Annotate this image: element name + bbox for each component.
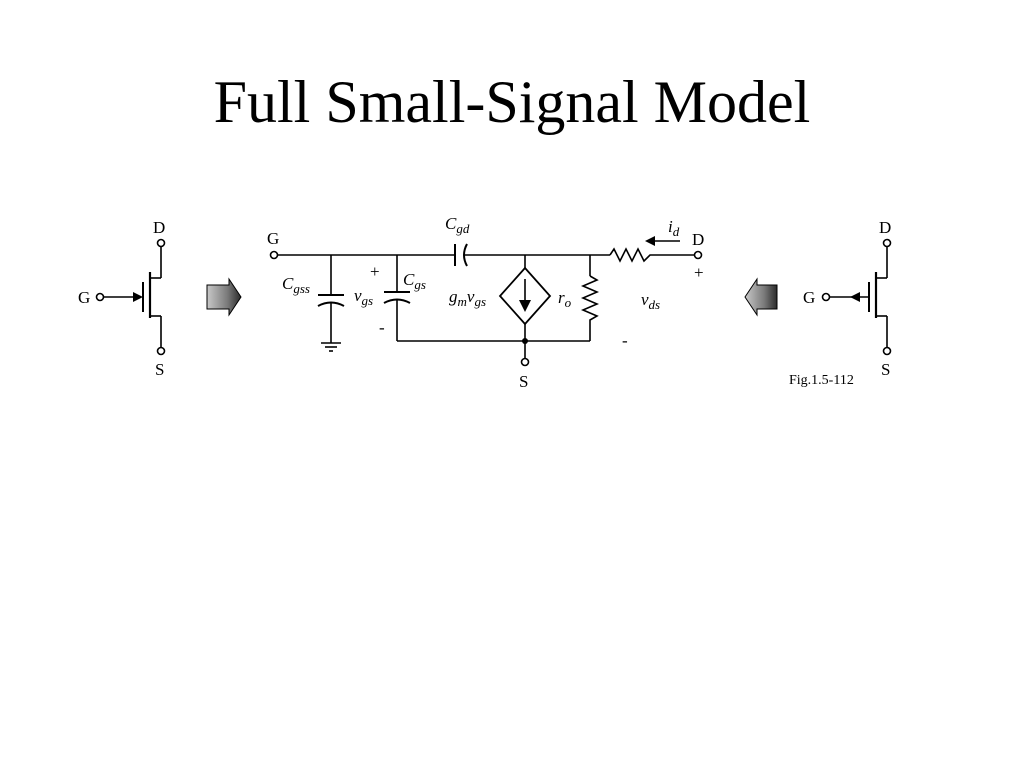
left-gate-terminal <box>95 292 105 302</box>
left-source-label: S <box>155 360 164 379</box>
right-source-label: S <box>881 360 890 379</box>
cgd-label: Cgd <box>445 214 470 236</box>
output-resistor-ro <box>580 275 600 341</box>
circuit-drain-label: D <box>692 230 704 249</box>
drain-current-arrow-icon <box>645 236 655 246</box>
vds-minus-sign: - <box>622 331 628 350</box>
gm-vgs-label: gmvgs <box>449 287 486 309</box>
ro-label: ro <box>558 288 572 310</box>
left-gate-label: G <box>78 288 90 307</box>
cgss-label: Cgss <box>282 274 310 296</box>
right-pointing-block-arrow-icon <box>206 277 242 317</box>
right-drain-label: D <box>879 218 891 237</box>
right-gate-label: G <box>803 288 815 307</box>
vds-label: vds <box>641 290 660 312</box>
left-pointing-block-arrow-icon <box>744 277 778 317</box>
drain-series-resistor <box>609 247 694 263</box>
left-source-terminal <box>156 346 166 356</box>
vgs-minus-sign: - <box>379 318 385 337</box>
slide-title: Full Small-Signal Model <box>213 69 811 135</box>
circuit-gate-label: G <box>267 229 279 248</box>
vds-plus-sign: + <box>694 263 704 282</box>
circuit-drain-terminal <box>693 250 703 260</box>
source-node-dot <box>522 338 528 344</box>
right-source-terminal <box>882 346 892 356</box>
right-drain-terminal <box>882 238 892 248</box>
cgs-label: Cgs <box>403 270 426 292</box>
current-source-down-arrow-icon <box>519 300 531 312</box>
circuit-source-label: S <box>519 372 528 391</box>
right-transistor-symbol <box>821 238 892 356</box>
figure-caption: Fig.1.5-112 <box>789 373 854 388</box>
right-gate-terminal <box>821 292 831 302</box>
vgs-plus-sign: + <box>370 262 380 281</box>
left-gate-arrow-icon <box>133 292 143 302</box>
equivalent-circuit <box>269 243 703 367</box>
circuit-gate-terminal <box>269 250 279 260</box>
left-drain-terminal <box>156 238 166 248</box>
right-gate-arrow-icon <box>850 292 860 302</box>
left-transistor-symbol <box>95 238 166 356</box>
left-drain-label: D <box>153 218 165 237</box>
vgs-label: vgs <box>354 286 373 308</box>
id-label: id <box>668 217 680 239</box>
circuit-source-terminal <box>520 357 530 367</box>
